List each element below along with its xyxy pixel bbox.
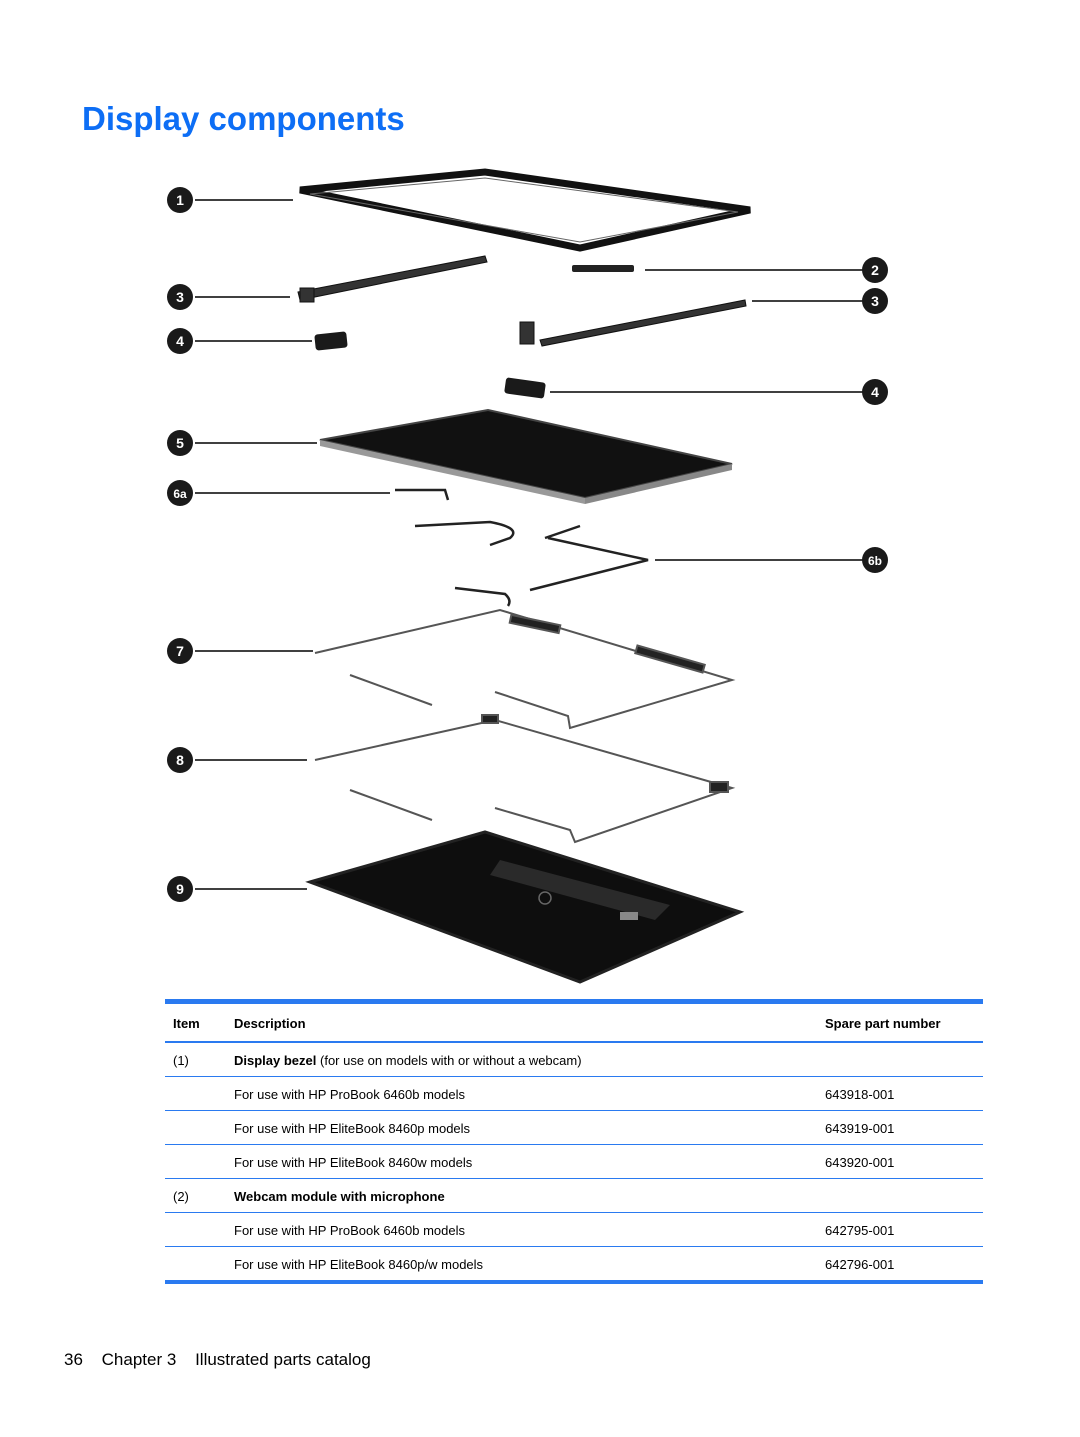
callout-label: 6a: [173, 487, 187, 501]
callout-label: 7: [176, 643, 184, 659]
hinge-right-part: [519, 299, 747, 347]
hinge-cover-right-part: [504, 377, 546, 399]
table-row: For use with HP ProBook 6460b models 643…: [165, 1076, 983, 1111]
page-title: Display components: [82, 100, 405, 137]
wlan-antenna-part: [314, 714, 736, 844]
callout-label: 9: [176, 881, 184, 897]
row-spare: 643919-001: [817, 1110, 983, 1145]
exploded-parts-illustration: 1 2 3 3 4 4 5 6a 6b 7 8 9: [150, 160, 910, 990]
row-item: [165, 1110, 226, 1145]
row-item: [165, 1246, 226, 1283]
webcam-module-part: [572, 265, 634, 272]
table-row: (1) Display bezel (for use on models wit…: [165, 1042, 983, 1077]
display-enclosure-part: [305, 830, 745, 984]
hinge-left-part: [297, 255, 488, 303]
row-spare: [817, 1042, 983, 1077]
table-row: (2) Webcam module with microphone: [165, 1178, 983, 1213]
row-item: (1): [165, 1042, 226, 1077]
row-spare: 643920-001: [817, 1144, 983, 1179]
table-row: For use with HP EliteBook 8460w models 6…: [165, 1144, 983, 1179]
display-cable-part: [529, 524, 649, 592]
header-spare-part-number: Spare part number: [817, 1003, 983, 1043]
row-description: For use with HP EliteBook 8460p models: [226, 1110, 817, 1145]
callout-label: 8: [176, 752, 184, 768]
chapter-title: Illustrated parts catalog: [195, 1350, 371, 1369]
callout-label: 5: [176, 435, 184, 451]
row-spare: 642795-001: [817, 1212, 983, 1247]
row-description: Display bezel (for use on models with or…: [226, 1042, 817, 1077]
row-description: For use with HP ProBook 6460b models: [226, 1076, 817, 1111]
table-header-row: Item Description Spare part number: [165, 1003, 983, 1043]
antenna-set-part: [314, 608, 736, 730]
table-row: For use with HP EliteBook 8460p/w models…: [165, 1246, 983, 1283]
callout-label: 4: [176, 333, 184, 349]
row-spare: 642796-001: [817, 1246, 983, 1283]
display-panel-part: [319, 408, 733, 504]
display-bezel-part: [299, 168, 751, 252]
spare-parts-table: Item Description Spare part number (1) D…: [165, 999, 983, 1286]
chapter-label: Chapter 3: [101, 1350, 177, 1369]
header-description: Description: [226, 1003, 817, 1043]
row-description: For use with HP ProBook 6460b models: [226, 1212, 817, 1247]
callout-label: 3: [176, 289, 184, 305]
header-item: Item: [165, 1003, 226, 1043]
page-number: 36: [64, 1350, 83, 1369]
row-spare: 643918-001: [817, 1076, 983, 1111]
table-row: For use with HP ProBook 6460b models 642…: [165, 1212, 983, 1247]
table-row: For use with HP EliteBook 8460p models 6…: [165, 1110, 983, 1145]
page-footer: 36 Chapter 3 Illustrated parts catalog: [64, 1350, 385, 1370]
row-description: For use with HP EliteBook 8460p/w models: [226, 1246, 817, 1283]
webcam-cable-part: [395, 488, 515, 547]
row-item: [165, 1212, 226, 1247]
row-item: (2): [165, 1178, 226, 1213]
callout-label: 6b: [868, 554, 882, 568]
row-description: For use with HP EliteBook 8460w models: [226, 1144, 817, 1179]
callout-label: 4: [871, 384, 879, 400]
row-item: [165, 1144, 226, 1179]
callout-label: 1: [176, 192, 184, 208]
hinge-cover-left-part: [314, 331, 348, 351]
callout-label: 3: [871, 293, 879, 309]
row-description: Webcam module with microphone: [226, 1178, 817, 1213]
callout-label: 2: [871, 262, 879, 278]
row-item: [165, 1076, 226, 1111]
row-spare: [817, 1178, 983, 1213]
